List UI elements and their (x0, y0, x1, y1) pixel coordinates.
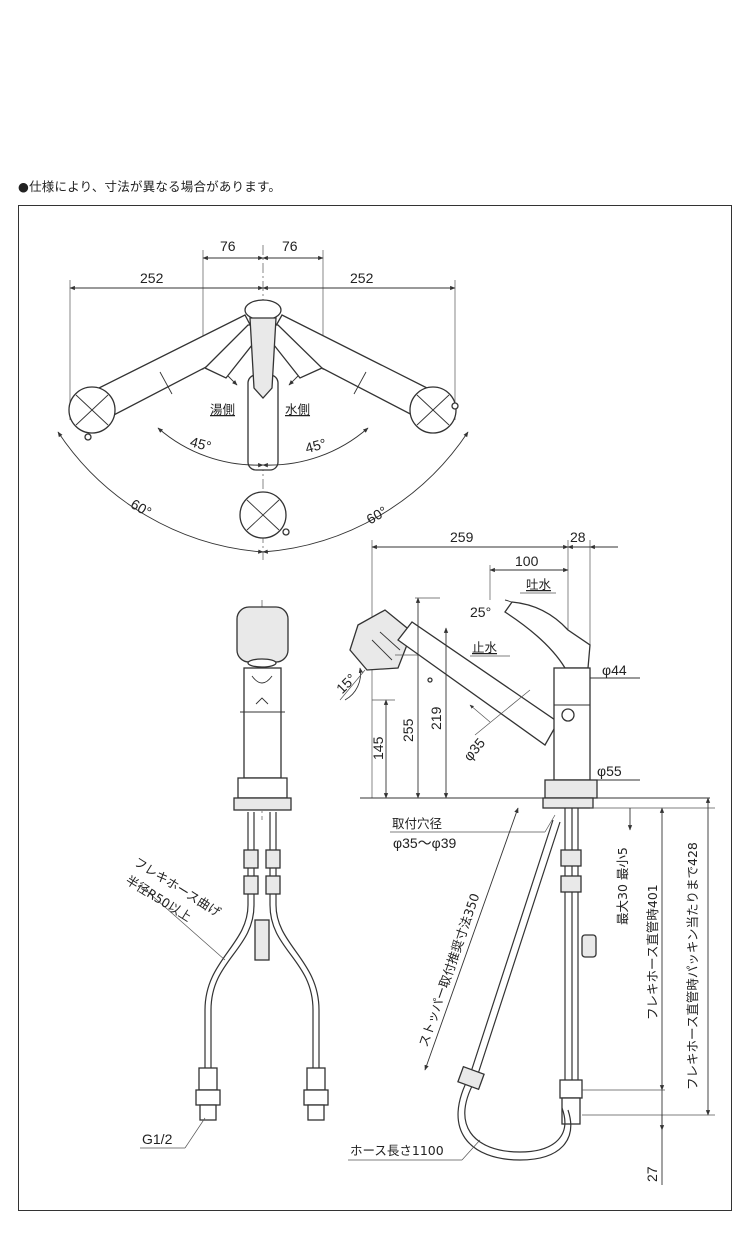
front-body (243, 667, 282, 779)
front-view: フレキホース曲げ 半径R50以上 G1/2 (123, 600, 329, 1149)
flex-straight-401: フレキホース直管時401 (645, 884, 660, 1020)
dim-phi35: φ35 (460, 735, 488, 764)
drawing-frame (18, 205, 732, 1211)
angle-15: 15° (333, 670, 359, 696)
dim-top-left-76: 76 (220, 238, 236, 254)
handle-right-position (267, 314, 459, 434)
dim-top-right-252: 252 (350, 270, 374, 286)
label-cold-side: 水側 (285, 402, 310, 417)
mount-hole-label: 取付穴径 (392, 816, 442, 831)
angle-right-45: 45° (303, 435, 328, 456)
max-min-label: 最大30 最小5 (615, 847, 630, 925)
specification-note: ●仕様により、寸法が異なる場合があります。 (18, 179, 282, 194)
stopper-recommended-label: ストッパー取付推奨寸法350 (416, 891, 483, 1048)
angle-left-45: 45° (188, 433, 213, 454)
dim-145: 145 (370, 736, 386, 760)
dim-27: 27 (644, 1166, 660, 1182)
label-spout: 吐水 (526, 577, 552, 592)
front-head (236, 606, 289, 663)
faucet-body-side (553, 667, 591, 781)
angle-right-60: 60° (364, 503, 390, 527)
dim-top-right-76: 76 (282, 238, 298, 254)
angle-25: 25° (470, 604, 491, 620)
dim-top-left-252: 252 (140, 270, 164, 286)
dim-phi44: φ44 (602, 662, 627, 678)
flex-straight-428: フレキホース直管時パッキン当たりまで428 (685, 842, 700, 1090)
thread-label: G1/2 (142, 1131, 173, 1147)
mount-hole-value: φ35～φ39 (393, 835, 457, 851)
angle-left-60: 60° (128, 496, 154, 520)
label-hot-side: 湯側 (210, 402, 235, 417)
dim-259: 259 (450, 529, 474, 545)
top-view: 76 76 252 252 (57, 238, 469, 560)
dim-28: 28 (570, 529, 586, 545)
dim-255: 255 (400, 718, 416, 742)
dim-100: 100 (515, 553, 539, 569)
hose-length-label: ホース長さ1100 (350, 1143, 444, 1158)
dim-219: 219 (428, 706, 444, 730)
dim-phi55: φ55 (597, 763, 622, 779)
faucet-body-top (203, 299, 324, 399)
label-stop: 止水 (472, 640, 498, 655)
side-view: 259 28 100 吐水 25° 止水 15° 145 (333, 529, 715, 1185)
handle-center-position (239, 374, 290, 539)
lever-handle (504, 601, 591, 669)
